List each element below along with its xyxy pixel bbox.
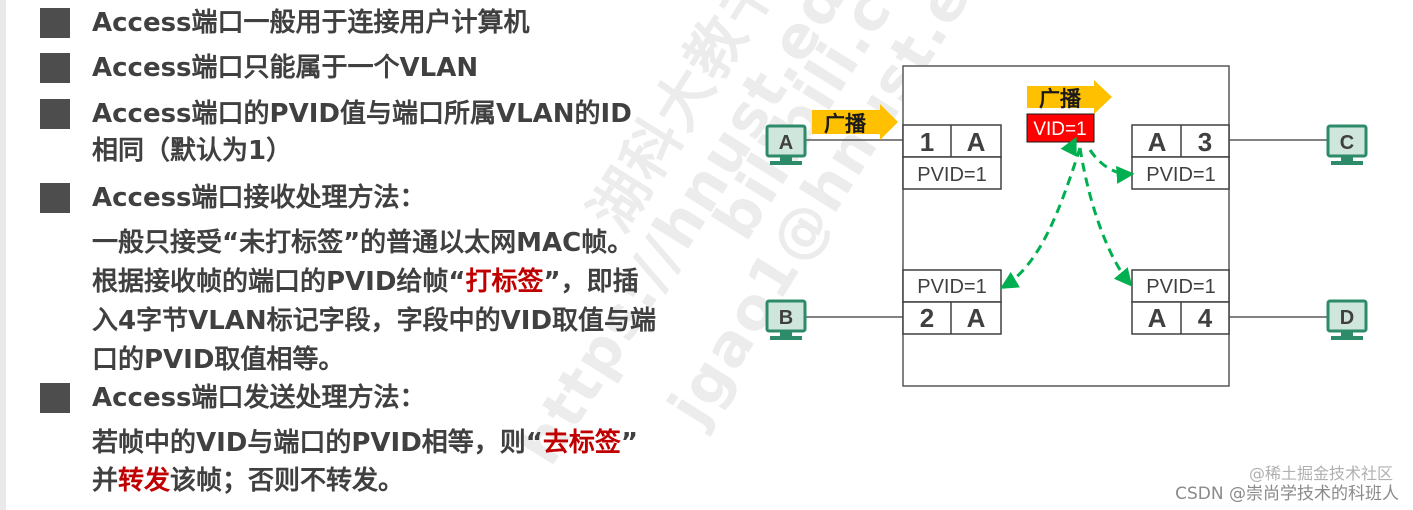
host-c-label: C: [1340, 132, 1354, 154]
broadcast-arrow-a: 广播: [812, 104, 898, 140]
receive-line-2-c: ”，即插: [543, 267, 639, 297]
host-a-computer-icon: A: [765, 124, 807, 165]
port-3-pvid: PVID=1: [1146, 164, 1215, 186]
bullet-item: Access端口的PVID值与端口所属VLAN的ID: [40, 94, 632, 134]
vid-label: VID=1: [1033, 119, 1086, 140]
host-a-label: A: [779, 132, 793, 154]
port-1-number: 1: [920, 127, 934, 157]
bullet-text: Access端口的PVID值与端口所属VLAN的ID: [92, 99, 632, 129]
forward-label-red: 转发: [118, 466, 171, 496]
bullet-text: Access端口发送处理方法：: [92, 383, 426, 413]
host-b-computer-icon: B: [765, 299, 807, 340]
receive-line-3: 入4字节VLAN标记字段，字段中的VID取值与端: [92, 306, 657, 336]
footer-credit: CSDN @崇尚学技术的科班人: [1175, 484, 1399, 504]
untag-label-red: 去标签: [542, 428, 621, 458]
port-1: 1 A PVID=1: [902, 124, 1002, 190]
broadcast-label-top: 广播: [1039, 87, 1082, 111]
broadcast-arrow-top: 广播: [1027, 80, 1112, 114]
arrow-head-up: [1060, 136, 1077, 157]
bullet-square-icon: [40, 183, 70, 213]
bullet-text-continued: 相同（默认为1）: [92, 136, 293, 166]
port-4: PVID=1 A 4: [1131, 269, 1230, 335]
host-d-label: D: [1340, 307, 1354, 329]
port-3-number: 3: [1198, 127, 1212, 157]
bullet-square-icon: [40, 53, 70, 83]
send-line-2: 并转发该帧；否则不转发。: [92, 462, 404, 501]
broadcast-label-a: 广播: [824, 112, 867, 136]
bullet-text: Access端口一般用于连接用户计算机: [92, 8, 530, 38]
forward-arrow-to-port-2: [999, 147, 1082, 289]
port-3: A 3 PVID=1: [1131, 124, 1230, 190]
send-line-2-a: 并: [92, 466, 119, 496]
bullet-square-icon: [40, 8, 70, 38]
bullet-text: Access端口只能属于一个VLAN: [92, 53, 479, 83]
port-3-type: A: [1148, 127, 1167, 157]
left-edge-strip: [0, 0, 6, 510]
send-line-1-c: ”: [620, 428, 639, 458]
send-line-1-a: 若帧中的VID与端口的PVID相等，则“: [92, 428, 543, 458]
port-2-type: A: [967, 303, 986, 333]
port-2-number: 2: [920, 303, 934, 333]
bullet-item: Access端口一般用于连接用户计算机: [40, 3, 530, 43]
port-2: PVID=1 2 A: [902, 269, 1002, 335]
forward-arrow-to-port-4: [1078, 147, 1133, 287]
port-4-pvid: PVID=1: [1146, 276, 1215, 298]
vid-tag: VID=1: [1026, 113, 1095, 143]
bullet-item: Access端口只能属于一个VLAN: [40, 48, 478, 88]
send-line-1: 若帧中的VID与端口的PVID相等，则“去标签”: [92, 424, 638, 463]
bullet-item: Access端口接收处理方法：: [40, 178, 426, 218]
receive-line-1: 一般只接受“未打标签”的普通以太网MAC帧。: [92, 228, 634, 258]
port-4-type: A: [1148, 303, 1167, 333]
bullet-text: Access端口接收处理方法：: [92, 183, 426, 213]
forward-arrow-to-port-3: [1088, 149, 1135, 184]
host-c-computer-icon: C: [1326, 124, 1368, 165]
receive-line-4: 口的PVID取值相等。: [92, 345, 345, 375]
port-4-number: 4: [1198, 303, 1213, 333]
receive-line-2-a: 根据接收帧的端口的PVID给帧“: [92, 267, 466, 297]
footer-credit-watermark: @稀土掘金技术社区: [1248, 464, 1393, 483]
bullet-square-icon: [40, 99, 70, 129]
port-1-type: A: [967, 127, 986, 157]
host-d-computer-icon: D: [1326, 299, 1368, 340]
bullet-item: Access端口发送处理方法：: [40, 378, 426, 418]
host-b-label: B: [779, 307, 793, 329]
port-2-pvid: PVID=1: [917, 276, 986, 298]
receive-line-2: 根据接收帧的端口的PVID给帧“打标签”，即插: [92, 263, 639, 302]
bullet-square-icon: [40, 383, 70, 413]
port-1-pvid: PVID=1: [917, 164, 986, 186]
send-line-2-c: 该帧；否则不转发。: [170, 466, 405, 496]
tag-label-red: 打标签: [465, 267, 544, 297]
